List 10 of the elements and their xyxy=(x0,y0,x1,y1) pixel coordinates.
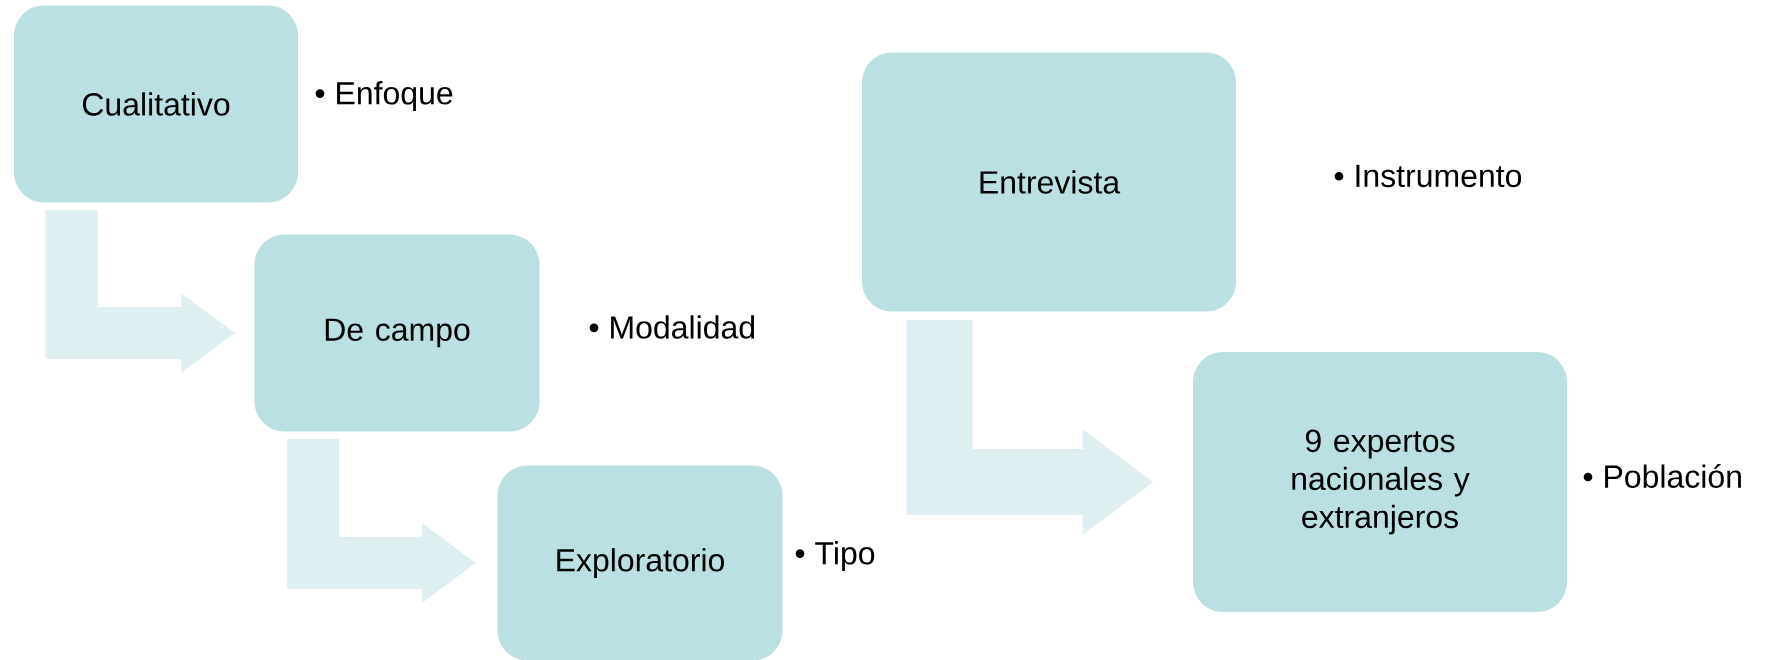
side-label: • Instrumento xyxy=(1334,164,1522,188)
side-label: • Tipo xyxy=(795,541,875,571)
process-box: De campo xyxy=(254,234,540,432)
side-label: • Población xyxy=(1583,464,1741,488)
process-box: 9 expertos nacionales y extranjeros xyxy=(1193,352,1567,612)
process-box: Cualitativo xyxy=(14,5,298,203)
side-label: • Enfoque xyxy=(315,81,453,111)
process-box: Exploratorio xyxy=(497,465,783,660)
process-box: Entrevista xyxy=(862,52,1236,312)
side-label: • Modalidad xyxy=(589,315,755,339)
